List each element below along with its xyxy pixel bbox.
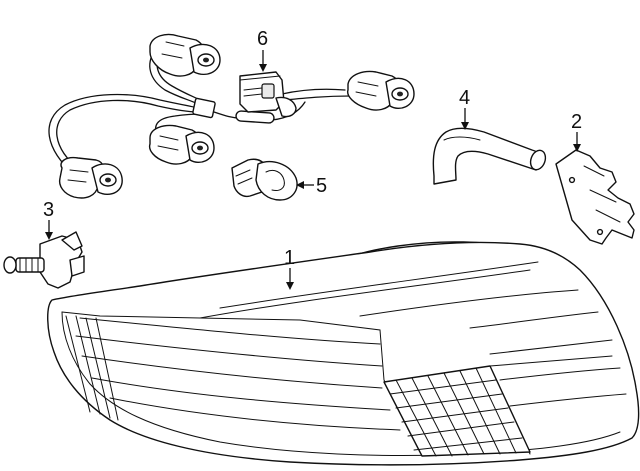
hose-grommet [432, 127, 547, 185]
bulb-socket-top [149, 33, 221, 77]
callout-1: 1 [284, 247, 295, 290]
callout-2: 2 [571, 111, 582, 152]
callout-number: 4 [459, 87, 470, 109]
callout-6: 6 [257, 28, 268, 72]
bulb-socket-left [58, 156, 123, 199]
tail-lamp-assembly [47, 241, 640, 466]
bulb [231, 158, 298, 201]
callout-number: 1 [284, 247, 295, 269]
retainer-clip [3, 231, 85, 289]
callout-number: 6 [257, 28, 268, 50]
callout-5: 5 [296, 175, 327, 197]
bulb-socket-middle [148, 124, 215, 165]
wiring-harness [48, 47, 351, 176]
callout-3: 3 [43, 199, 54, 240]
callout-number: 3 [43, 199, 54, 221]
callout-number: 2 [571, 111, 582, 133]
mounting-bracket [555, 149, 635, 245]
bulb-socket-right [347, 70, 415, 111]
callout-number: 5 [316, 175, 327, 197]
wiring-connector [239, 71, 297, 118]
callout-4: 4 [459, 87, 470, 130]
